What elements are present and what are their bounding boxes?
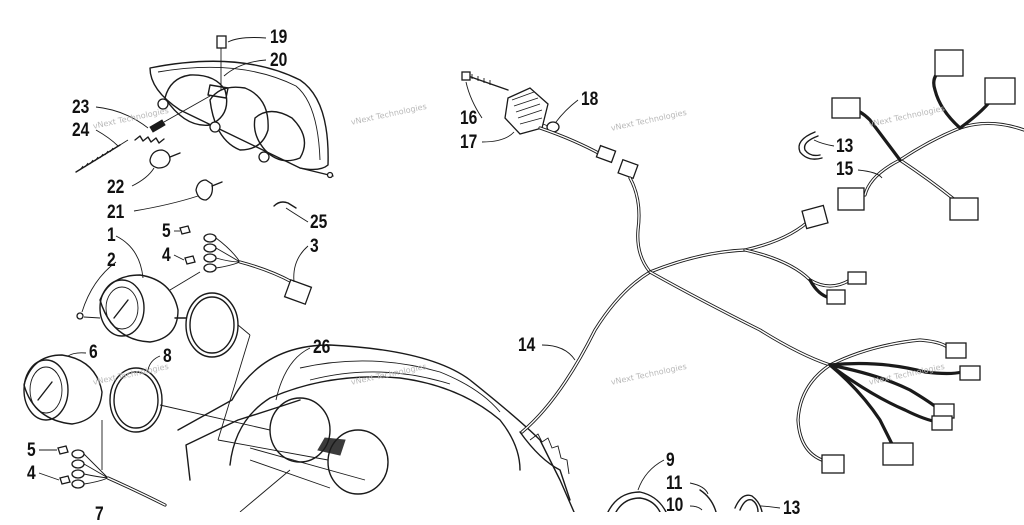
part-callout-21: 21	[107, 202, 125, 223]
part-callout-4: 4	[27, 463, 36, 484]
leader-lines	[38, 37, 883, 511]
part-callout-13: 13	[836, 136, 854, 157]
part-callout-2: 2	[107, 250, 116, 271]
part-callout-16: 16	[460, 108, 478, 129]
part-callout-18: 18	[581, 89, 599, 110]
part-callout-19: 19	[270, 27, 288, 48]
part-callout-1: 1	[107, 225, 116, 246]
part-callout-13: 13	[783, 498, 801, 519]
headlight-assembly	[75, 35, 334, 209]
part-callout-15: 15	[836, 159, 854, 180]
part-callout-24: 24	[72, 120, 90, 141]
part-callout-14: 14	[518, 335, 536, 356]
part-callout-5: 5	[27, 440, 36, 461]
dash-panel	[159, 324, 575, 512]
part-callout-8: 8	[163, 346, 172, 367]
part-callout-3: 3	[310, 236, 319, 257]
part-callout-6: 6	[89, 342, 98, 363]
part-callout-22: 22	[107, 177, 125, 198]
part-callout-7: 7	[95, 504, 104, 525]
part-callout-11: 11	[666, 473, 683, 494]
main-harness	[461, 49, 1024, 474]
part-callout-4: 4	[162, 245, 171, 266]
gauge-1-assembly	[76, 225, 313, 343]
bottom-parts	[607, 489, 763, 512]
part-callout-9: 9	[666, 450, 675, 471]
line-art	[23, 35, 1024, 512]
part-callout-20: 20	[270, 50, 288, 71]
part-callout-5: 5	[162, 221, 171, 242]
part-callout-26: 26	[313, 337, 331, 358]
gauge-6-assembly	[23, 292, 239, 507]
part-callout-17: 17	[460, 132, 478, 153]
part-callout-25: 25	[310, 212, 328, 233]
part-callout-10: 10	[666, 495, 684, 516]
part-callout-23: 23	[72, 97, 90, 118]
